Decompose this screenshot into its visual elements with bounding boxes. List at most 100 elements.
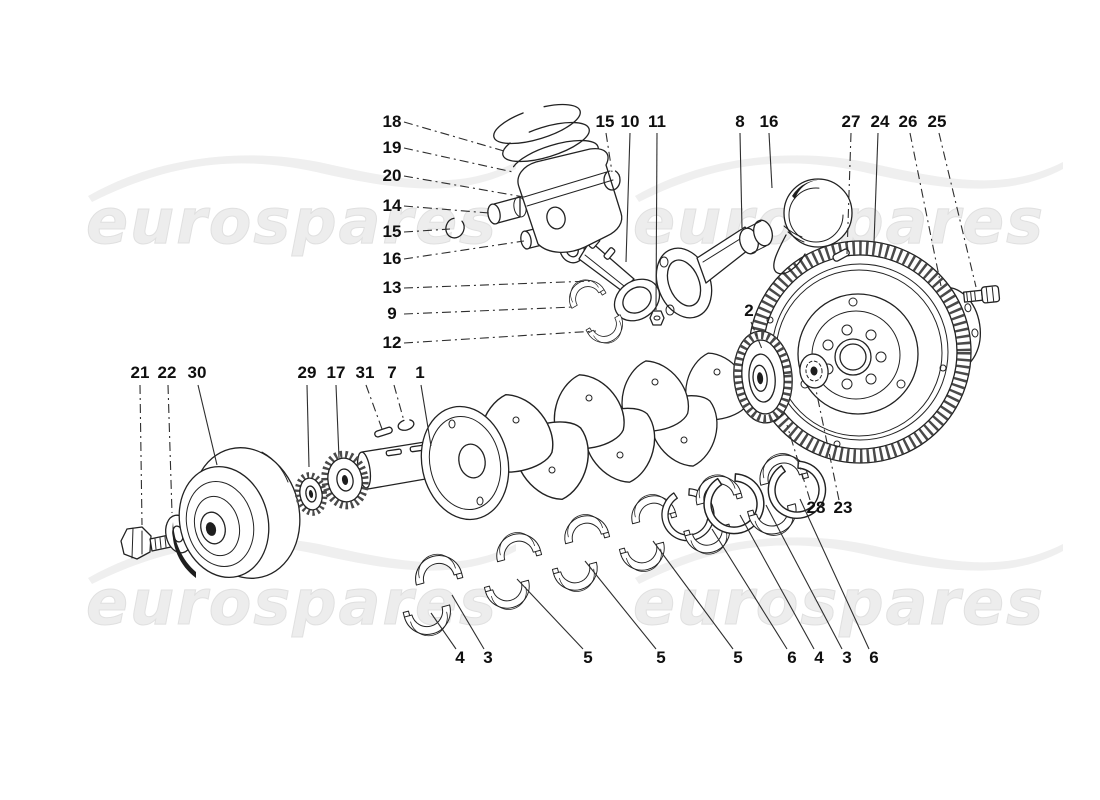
callout-leader-19: [403, 147, 514, 173]
callout-leader-5: [516, 578, 584, 650]
crankshaft: [356, 345, 774, 521]
callout-leader-20: [403, 175, 525, 198]
watermark-bottom-left: eurospares: [86, 537, 516, 640]
flywheel: [748, 240, 972, 464]
part-number-label-5: 5: [583, 648, 592, 667]
callout-leader-4: [739, 514, 815, 650]
part-number-label-22: 22: [158, 363, 177, 382]
part-number-label-1: 1: [415, 363, 424, 382]
part-number-label-12: 12: [383, 333, 402, 352]
part-number-label-27: 27: [842, 112, 861, 131]
part-number-label-15: 15: [383, 222, 402, 241]
callout-leader-13: [403, 280, 593, 289]
callout-leader-15: [605, 132, 613, 173]
part-number-label-29: 29: [298, 363, 317, 382]
part-number-label-20: 20: [383, 166, 402, 185]
crankshaft-pulley: [172, 447, 301, 579]
callout-leader-3: [765, 504, 843, 650]
callout-leader-24: [873, 132, 879, 244]
callout-leader-15: [403, 228, 451, 233]
circlip-right: [603, 169, 621, 191]
part-number-label-2: 2: [744, 301, 753, 320]
callout-leader-8: [739, 132, 743, 229]
main-bearing-set-3: [551, 508, 611, 598]
callout-leader-2: [750, 321, 763, 350]
part-number-label-5: 5: [656, 648, 665, 667]
callout-leader-10: [625, 132, 631, 263]
part-number-label-26: 26: [899, 112, 918, 131]
part-number-label-24: 24: [871, 112, 890, 131]
part-number-label-28: 28: [807, 498, 826, 517]
callout-leader-14: [403, 205, 490, 214]
piston-2: [773, 178, 853, 275]
part-number-label-7: 7: [387, 363, 396, 382]
callout-leader-6: [711, 528, 788, 650]
part-number-label-23: 23: [834, 498, 853, 517]
callout-leader-28: [786, 424, 811, 501]
watermark-text: eurospares: [86, 185, 498, 258]
watermark-top-left: eurospares: [86, 155, 516, 259]
watermark-text: eurospares: [633, 566, 1045, 639]
callout-leader-29: [306, 384, 310, 468]
piston-pin: [487, 196, 527, 225]
callout-leader-5: [584, 560, 657, 650]
part-number-label-13: 13: [383, 278, 402, 297]
part-number-label-31: 31: [356, 363, 375, 382]
callout-leader-26: [909, 132, 942, 287]
callout-leader-30: [197, 384, 218, 466]
part-number-label-8: 8: [735, 112, 744, 131]
callout-leader-9: [403, 306, 575, 315]
part-number-label-3: 3: [483, 648, 492, 667]
part-number-label-15: 15: [596, 112, 615, 131]
part-number-label-21: 21: [131, 363, 150, 382]
part-number-label-10: 10: [621, 112, 640, 131]
shim-washer: [397, 419, 415, 431]
callout-leader-16: [768, 132, 773, 189]
callout-leader-3: [451, 594, 485, 650]
callout-leader-12: [403, 330, 597, 344]
part-number-label-6: 6: [869, 648, 878, 667]
part-number-label-5: 5: [733, 648, 742, 667]
part-number-label-30: 30: [188, 363, 207, 382]
flywheel-dowel-pin: [832, 248, 850, 262]
rod-nut: [649, 310, 665, 326]
timing-gear-large: [321, 450, 369, 510]
callout-leader-7: [393, 384, 405, 422]
part-number-label-4: 4: [814, 648, 824, 667]
callout-leader-18: [403, 121, 505, 152]
callout-leader-21: [139, 384, 143, 526]
piston-1: [517, 147, 623, 253]
callout-leader-16: [403, 240, 525, 260]
main-bearing-set-6: [696, 447, 833, 542]
part-number-label-18: 18: [383, 112, 402, 131]
crankshaft-drive-gear: [733, 330, 793, 424]
flywheel-bolt: [962, 285, 1001, 304]
part-number-label-19: 19: [383, 138, 402, 157]
callout-leader-5: [652, 540, 734, 650]
part-number-label-4: 4: [455, 648, 465, 667]
circlip-left: [445, 217, 465, 239]
timing-gear-small: [294, 472, 328, 516]
callout-leader-6: [799, 498, 870, 650]
connecting-rod-2: [655, 219, 773, 319]
part-number-label-6: 6: [787, 648, 796, 667]
callout-leader-11: [655, 132, 658, 311]
part-number-label-16: 16: [760, 112, 779, 131]
callout-leader-1: [420, 384, 432, 447]
callout-leader-4: [430, 612, 457, 650]
callout-leader-27: [846, 132, 852, 255]
ball-bearing: [799, 353, 829, 389]
part-number-label-3: 3: [842, 648, 851, 667]
callout-leader-31: [365, 384, 383, 430]
watermark-bottom-right: eurospares: [633, 537, 1063, 640]
callout-leader-25: [938, 132, 977, 288]
callout-leader-17: [335, 384, 340, 459]
part-number-label-11: 11: [648, 112, 666, 131]
part-number-label-9: 9: [387, 304, 396, 323]
callout-leader-22: [167, 384, 173, 514]
part-number-label-17: 17: [327, 363, 346, 382]
part-number-label-14: 14: [383, 196, 402, 215]
part-number-label-25: 25: [928, 112, 947, 131]
